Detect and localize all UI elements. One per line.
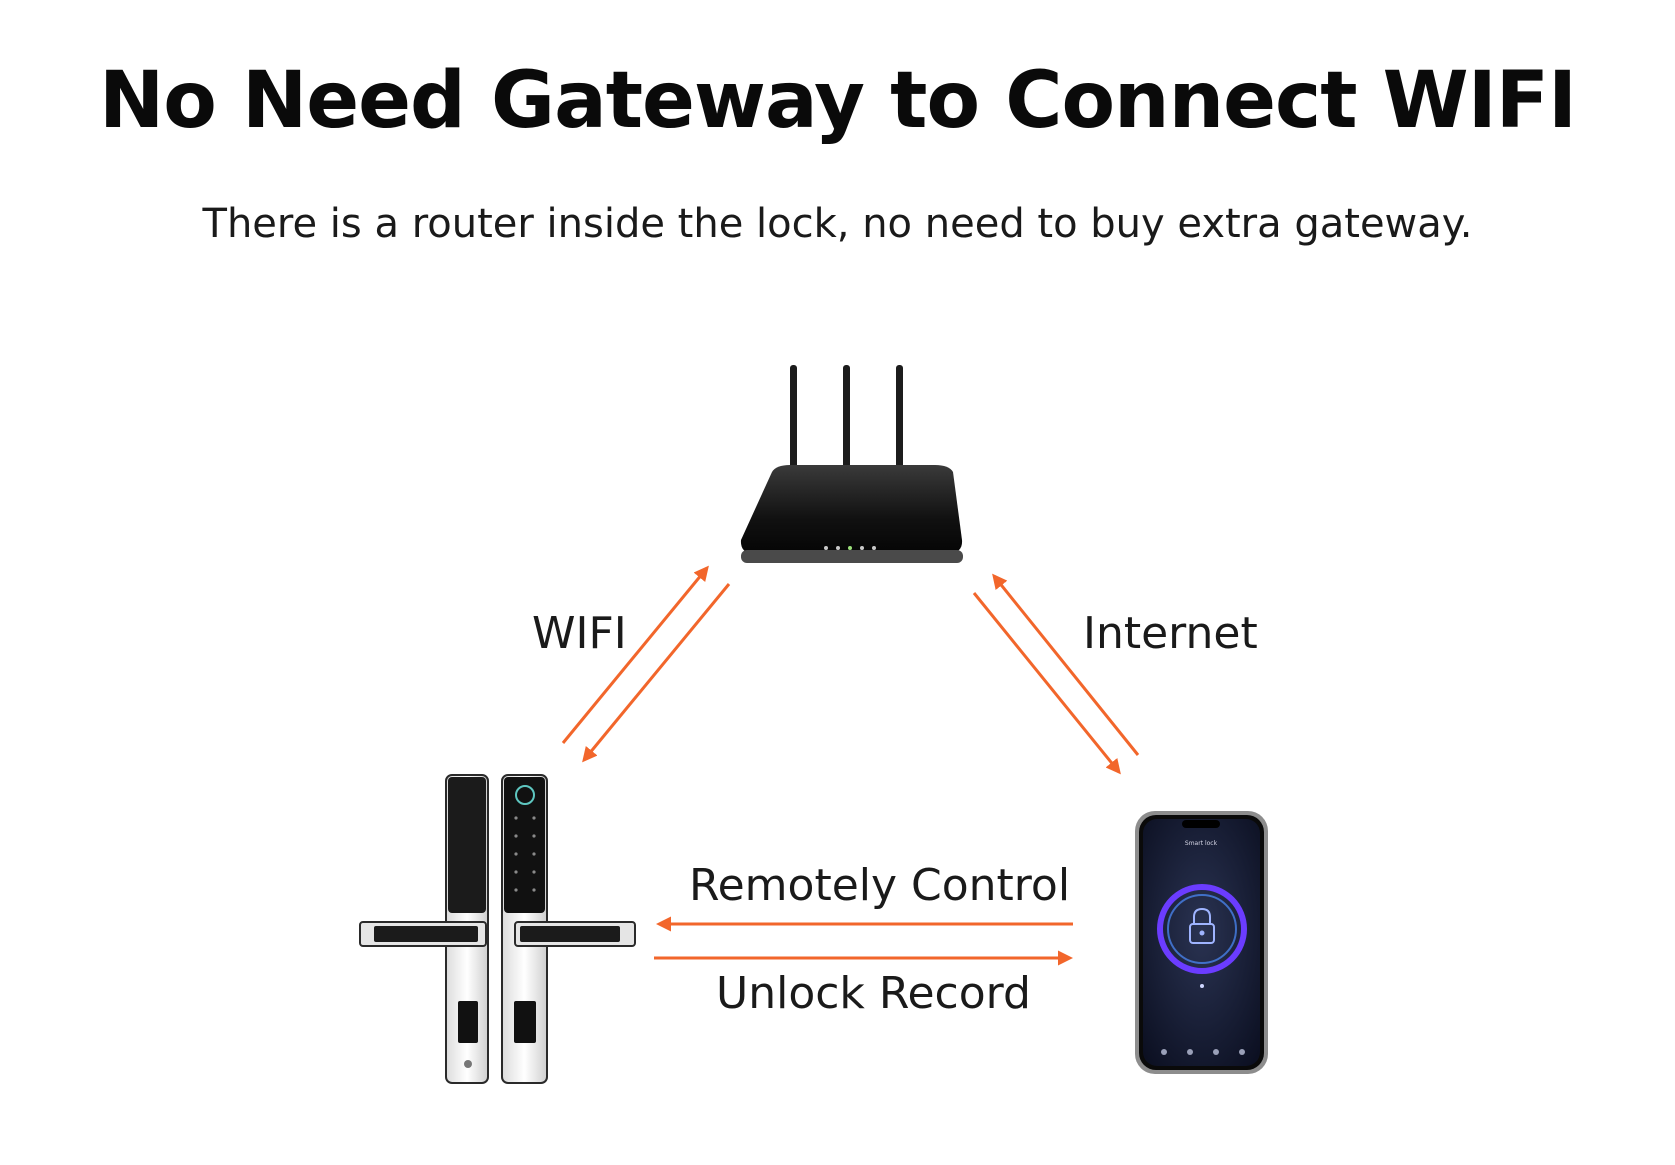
remote-link [654, 916, 1073, 966]
internet-arrow-up [992, 573, 1140, 756]
router-led [824, 546, 828, 550]
phone-app-title: Smart lock [1185, 840, 1218, 847]
router-antenna-left [790, 365, 797, 470]
router-led [836, 546, 840, 550]
lock-inner-screw [464, 1060, 472, 1068]
router-led [872, 546, 876, 550]
lock-outer-handle-grip [520, 926, 620, 942]
lock-keypad [514, 816, 536, 892]
lock-inner-slot [458, 1001, 478, 1043]
remote-control-label: Remotely Control [689, 860, 1071, 911]
wifi-arrow-up [561, 565, 709, 744]
wifi-arrow-down [582, 583, 731, 763]
smartphone-icon: Smart lock [1135, 811, 1268, 1074]
phone-unlock-ring [1157, 884, 1247, 974]
phone-tab-icon [1161, 1049, 1167, 1055]
lock-inner-panel [448, 777, 486, 913]
phone-tab-bar [1161, 1049, 1245, 1055]
router-led [860, 546, 864, 550]
wifi-label: WIFI [532, 608, 627, 659]
padlock-icon [1189, 907, 1215, 944]
wifi-link [561, 565, 731, 763]
lock-inner-handle-grip [374, 926, 478, 942]
unlock-record-label: Unlock Record [716, 968, 1031, 1019]
router-antenna-middle [843, 365, 850, 470]
internet-link [972, 573, 1140, 775]
router-antenna-right [896, 365, 903, 470]
router-body [740, 465, 963, 554]
phone-notch [1182, 820, 1220, 828]
phone-tab-icon [1213, 1049, 1219, 1055]
phone-tab-icon [1187, 1049, 1193, 1055]
smart-lock-icon [359, 774, 636, 1084]
fingerprint-icon [515, 785, 535, 805]
router-led [848, 546, 852, 550]
page-title: No Need Gateway to Connect WIFI [98, 56, 1577, 146]
router-icon [740, 365, 963, 563]
internet-arrow-down [972, 592, 1121, 775]
router-base [741, 550, 963, 563]
page-subtitle: There is a router inside the lock, no ne… [202, 201, 1473, 247]
lock-keypad-panel [504, 777, 545, 913]
phone-tab-icon [1239, 1049, 1245, 1055]
lock-outer-slot [514, 1001, 536, 1043]
phone-unlock-ring-inner [1167, 894, 1237, 964]
internet-label: Internet [1083, 608, 1258, 659]
phone-status-dot [1200, 984, 1204, 988]
